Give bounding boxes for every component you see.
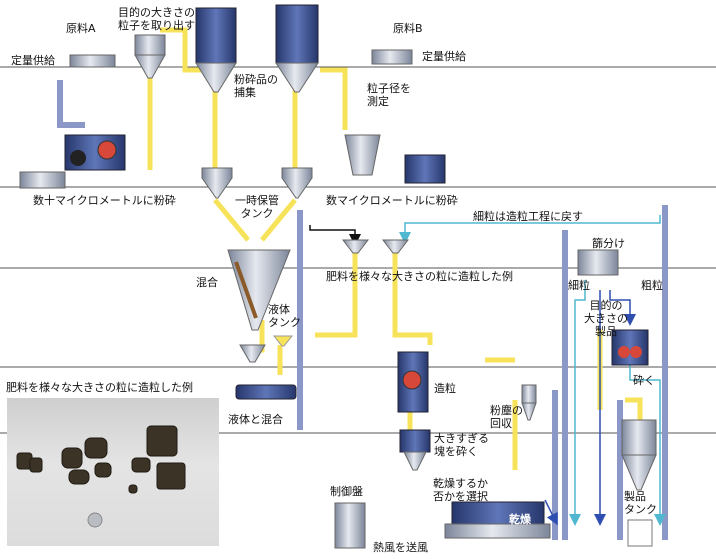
dust-cyclone <box>521 384 537 421</box>
feeder-b <box>371 49 413 65</box>
feed-a-label: 定量供給 <box>11 54 55 67</box>
coarse-label: 粗粒 <box>641 279 663 292</box>
grind-tens-label: 数十マイクロメートルに粉砕 <box>33 194 176 207</box>
raw-a-label: 原料A <box>66 22 96 35</box>
temp-tank-label: 一時保管 タンク <box>235 194 279 220</box>
measure-label: 粒子径を 測定 <box>367 82 411 108</box>
temp-tank-right <box>281 167 313 199</box>
product-tank-body <box>621 419 657 547</box>
small-hoppers <box>239 239 410 363</box>
granulator <box>397 351 429 413</box>
target-product-label: 目的の 大きさの 製品 <box>584 299 628 338</box>
fines-return-label: 細粒は造粒工程に戻す <box>473 210 583 223</box>
liquid-mix-label: 液体と混合 <box>228 413 283 426</box>
hammer-mill <box>19 134 126 189</box>
lump-crusher <box>399 429 431 471</box>
bag-filter-left <box>195 7 237 93</box>
product-tank-label: 製品 タンク <box>624 490 657 516</box>
control-panel-label: 制御盤 <box>330 485 363 498</box>
sieve-label: 篩分け <box>592 237 625 250</box>
granulate-example-photo-label: 肥料を様々な大きさの粒に造粒した例 <box>6 381 193 394</box>
drying-label: 乾燥 <box>509 513 531 526</box>
mix-label: 混合 <box>196 276 218 289</box>
hot-air-label: 熱風を送風 <box>373 541 428 554</box>
granulate-example-top-label: 肥料を様々な大きさの粒に造粒した例 <box>326 270 513 283</box>
sieve-machine <box>577 249 619 276</box>
fine-label: 細粒 <box>568 279 590 292</box>
classifier-top <box>134 34 166 79</box>
liquid-mixer <box>235 384 297 400</box>
dryer <box>444 501 551 539</box>
crush-label: 砕く <box>633 374 655 387</box>
granulation-label: 造粒 <box>434 382 456 395</box>
roll-crusher <box>611 329 649 366</box>
control-panel-cabinet <box>334 502 366 549</box>
raw-b-label: 原料B <box>393 22 423 35</box>
extract-size-label: 目的の大きさの 粒子を取り出す <box>118 6 195 32</box>
dry-select-label: 乾燥するか 否かを選択 <box>433 477 488 503</box>
fine-mill <box>344 134 446 184</box>
feeder-a <box>69 54 116 68</box>
grind-few-label: 数マイクロメートルに粉砕 <box>326 194 458 207</box>
liquid-tank-label: 液体 タンク <box>268 303 301 329</box>
granule-photo-illustration <box>16 425 186 528</box>
crush-lumps-label: 大きすぎる 塊を砕く <box>434 432 489 458</box>
bag-filter-right <box>275 4 319 93</box>
flow-arrows <box>309 215 666 526</box>
dust-recovery-label: 粉塵の 回収 <box>490 404 523 430</box>
temp-tank-left <box>201 167 233 199</box>
mixer <box>227 249 291 331</box>
collect-label: 粉砕品の 捕集 <box>234 73 278 99</box>
feed-b-label: 定量供給 <box>422 50 466 63</box>
